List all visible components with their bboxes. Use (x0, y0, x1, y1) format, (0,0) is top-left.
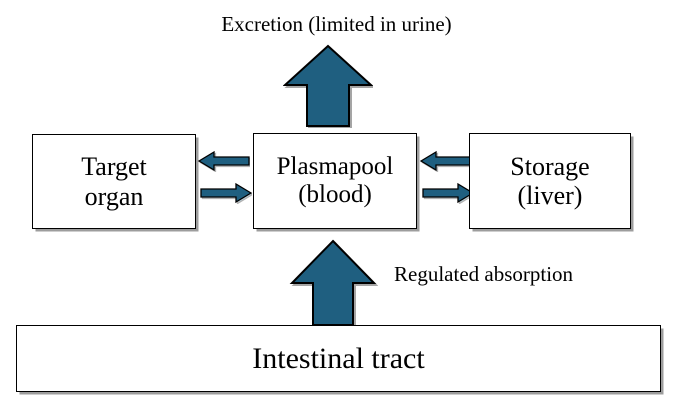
node-intestinal-tract: Intestinal tract (16, 325, 661, 392)
plasma-to-target-arrow (197, 150, 252, 173)
excretion-up-arrow (282, 44, 376, 129)
excretion-label: Excretion (limited in urine) (221, 12, 452, 36)
target-to-plasma-arrow (200, 182, 254, 205)
node-plasma-pool-label: Plasmapool (blood) (276, 153, 394, 208)
node-intestinal-tract-label: Intestinal tract (252, 341, 425, 375)
plasma-to-storage-arrow (422, 182, 476, 205)
regulated-absorption-label: Regulated absorption (394, 262, 574, 286)
node-target-organ: Target organ (32, 134, 196, 229)
node-target-organ-label: Target organ (81, 152, 147, 211)
node-storage-liver-label: Storage (liver) (510, 151, 590, 210)
node-storage-liver: Storage (liver) (469, 133, 631, 229)
node-plasma-pool: Plasmapool (blood) (253, 133, 417, 229)
storage-to-plasma-arrow (419, 150, 474, 173)
absorption-up-arrow (288, 239, 379, 328)
